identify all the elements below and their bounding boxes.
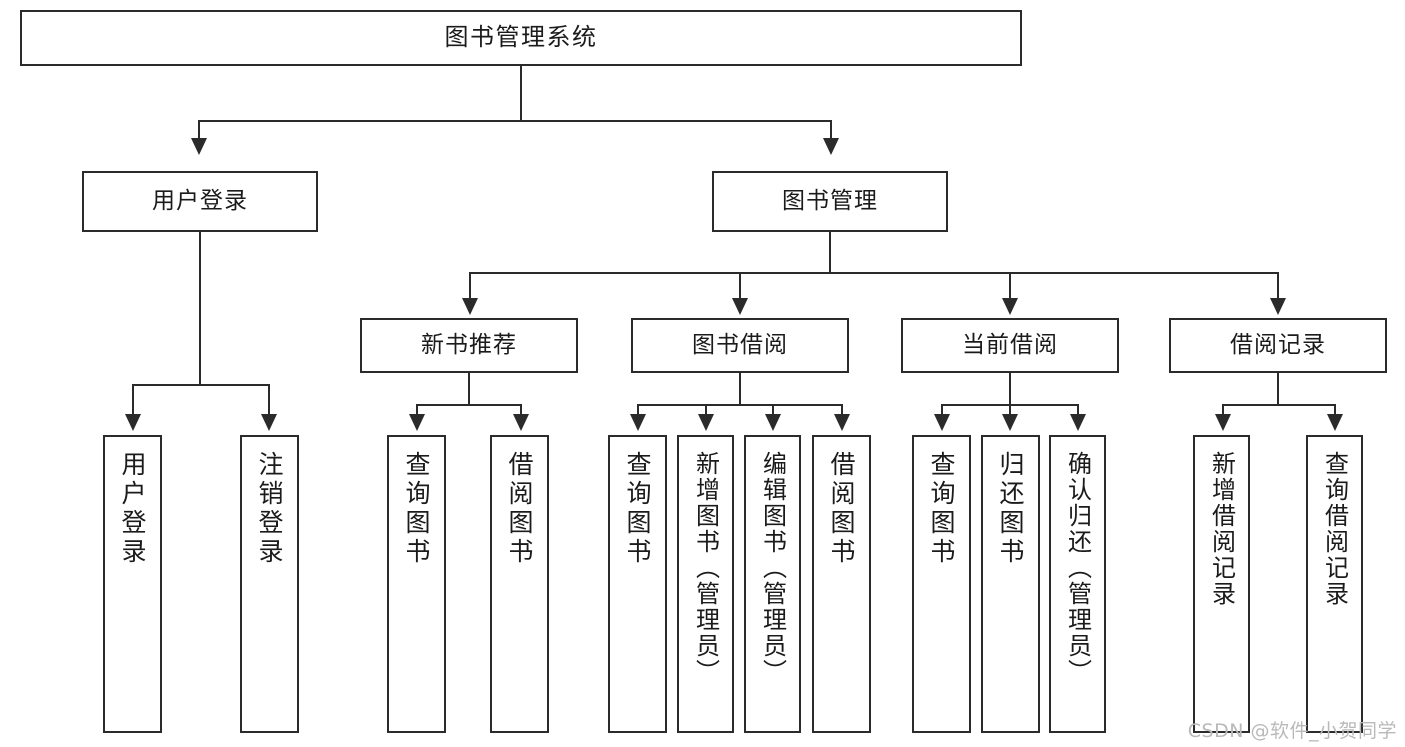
leaf-cb-query-book[interactable]: 查询图书 xyxy=(912,435,971,733)
arrowhead-current-borrow xyxy=(1002,298,1018,315)
connector-bb-drop-4 xyxy=(841,404,843,418)
connector-user-login-drop-2 xyxy=(268,384,270,416)
node-label: 确认归还（管理员） xyxy=(1063,451,1092,685)
leaf-bb-query-book[interactable]: 查询图书 xyxy=(608,435,667,733)
connector-br-bar xyxy=(1222,404,1334,406)
connector-bb-drop-2 xyxy=(705,404,707,418)
node-user-login[interactable]: 用户登录 xyxy=(82,171,318,232)
node-label: 新增借阅记录 xyxy=(1207,451,1236,607)
node-root-book-management-system[interactable]: 图书管理系统 xyxy=(20,10,1022,66)
node-book-management[interactable]: 图书管理 xyxy=(712,171,948,232)
connector-bb-trunk xyxy=(739,373,741,405)
arrowhead-nbr-borrow-book xyxy=(513,414,529,431)
connector-user-login-bar xyxy=(132,384,268,386)
connector-root-drop-1 xyxy=(198,120,200,140)
arrowhead-cb-return-book xyxy=(1002,414,1018,431)
arrowhead-book-borrow xyxy=(732,298,748,315)
node-current-borrow[interactable]: 当前借阅 xyxy=(901,318,1119,373)
arrowhead-br-query-record xyxy=(1327,414,1343,431)
node-label: 编辑图书（管理员） xyxy=(758,451,787,685)
node-label: 借阅记录 xyxy=(1230,332,1326,359)
leaf-bb-edit-book[interactable]: 编辑图书（管理员） xyxy=(744,435,801,733)
connector-user-login-drop-1 xyxy=(132,384,134,416)
connector-root-drop-2 xyxy=(830,120,832,140)
leaf-br-add-record[interactable]: 新增借阅记录 xyxy=(1193,435,1250,733)
leaf-user-login[interactable]: 用户登录 xyxy=(103,435,162,733)
node-borrow-record[interactable]: 借阅记录 xyxy=(1169,318,1387,373)
node-label: 借阅图书 xyxy=(505,451,534,567)
node-label: 查询图书 xyxy=(927,451,956,567)
leaf-logout[interactable]: 注销登录 xyxy=(240,435,299,733)
arrowhead-bb-edit-book xyxy=(765,414,781,431)
connector-root-bar xyxy=(198,120,832,122)
leaf-cb-return-book[interactable]: 归还图书 xyxy=(981,435,1040,733)
node-label: 注销登录 xyxy=(255,451,284,567)
node-book-borrow[interactable]: 图书借阅 xyxy=(631,318,849,373)
arrowhead-user-login xyxy=(191,138,207,155)
connector-nbr-drop-2 xyxy=(520,404,522,418)
arrowhead-new-book-recommend xyxy=(462,298,478,315)
arrowhead-bb-add-book xyxy=(698,414,714,431)
node-label: 用户登录 xyxy=(152,188,248,215)
arrowhead-borrow-record xyxy=(1270,298,1286,315)
connector-bm-drop-2 xyxy=(739,272,741,300)
node-label: 查询图书 xyxy=(402,451,431,567)
connector-cb-drop-3 xyxy=(1077,404,1079,418)
node-label: 借阅图书 xyxy=(827,451,856,567)
leaf-bb-add-book[interactable]: 新增图书（管理员） xyxy=(677,435,734,733)
leaf-cb-confirm-return[interactable]: 确认归还（管理员） xyxy=(1049,435,1106,733)
arrowhead-bb-borrow-book xyxy=(834,414,850,431)
node-label: 归还图书 xyxy=(996,451,1025,567)
arrowhead-cb-query-book xyxy=(934,414,950,431)
connector-nbr-drop-1 xyxy=(416,404,418,418)
connector-cb-trunk xyxy=(1009,373,1011,405)
connector-book-management-trunk xyxy=(829,232,831,273)
node-label: 新书推荐 xyxy=(421,332,517,359)
node-label: 新增图书（管理员） xyxy=(691,451,720,685)
connector-bm-drop-3 xyxy=(1009,272,1011,300)
connector-br-drop-1 xyxy=(1222,404,1224,418)
arrowhead-book-management xyxy=(823,138,839,155)
watermark-text: CSDN @软件_小贺同学 xyxy=(1187,720,1397,742)
node-new-book-recommend[interactable]: 新书推荐 xyxy=(360,318,578,373)
node-label: 图书管理系统 xyxy=(444,23,598,52)
connector-br-trunk xyxy=(1277,373,1279,405)
node-label: 用户登录 xyxy=(118,451,147,567)
connector-root-trunk xyxy=(520,66,522,121)
leaf-br-query-record[interactable]: 查询借阅记录 xyxy=(1306,435,1363,733)
node-label: 查询借阅记录 xyxy=(1320,451,1349,607)
node-label: 查询图书 xyxy=(623,451,652,567)
connector-bb-drop-1 xyxy=(637,404,639,418)
node-label: 图书借阅 xyxy=(692,332,788,359)
arrowhead-br-add-record xyxy=(1215,414,1231,431)
connector-nbr-trunk xyxy=(468,373,470,405)
connector-cb-drop-2 xyxy=(1009,404,1011,418)
leaf-nbr-borrow-book[interactable]: 借阅图书 xyxy=(490,435,549,733)
node-label: 当前借阅 xyxy=(962,332,1058,359)
connector-user-login-trunk xyxy=(199,232,201,385)
connector-bb-drop-3 xyxy=(772,404,774,418)
arrowhead-cb-confirm-return xyxy=(1070,414,1086,431)
connector-book-management-bar xyxy=(469,272,1279,274)
arrowhead-bb-query-book xyxy=(630,414,646,431)
arrowhead-nbr-query-book xyxy=(409,414,425,431)
leaf-nbr-query-book[interactable]: 查询图书 xyxy=(387,435,446,733)
connector-nbr-bar xyxy=(416,404,522,406)
node-label: 图书管理 xyxy=(782,188,878,215)
leaf-bb-borrow-book[interactable]: 借阅图书 xyxy=(812,435,871,733)
arrowhead-leaf-logout xyxy=(261,414,277,431)
connector-cb-drop-1 xyxy=(941,404,943,418)
connector-bb-bar xyxy=(637,404,843,406)
connector-bm-drop-4 xyxy=(1277,272,1279,300)
connector-bm-drop-1 xyxy=(469,272,471,300)
connector-br-drop-2 xyxy=(1334,404,1336,418)
arrowhead-leaf-user-login xyxy=(125,414,141,431)
